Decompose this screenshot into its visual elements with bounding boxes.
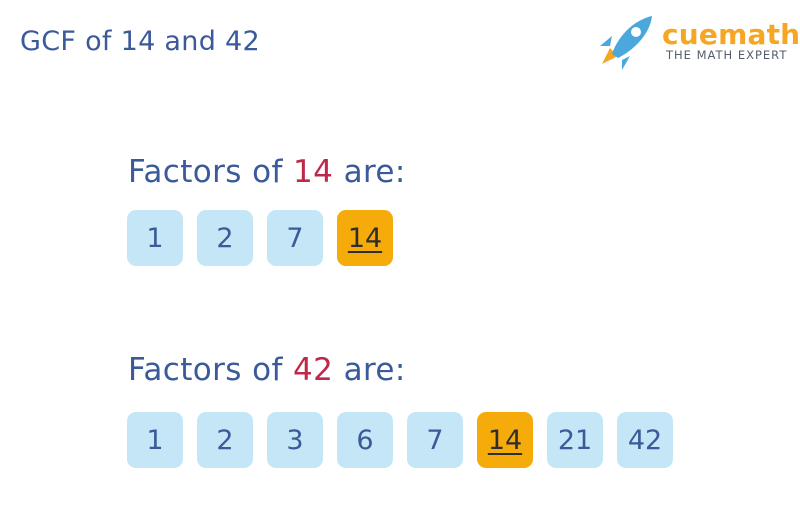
- factor-tile: 1: [127, 412, 183, 468]
- factors-heading-42: Factors of 42 are:: [128, 352, 406, 388]
- logo-tagline: THE MATH EXPERT: [666, 48, 788, 62]
- heading-number: 14: [293, 154, 334, 190]
- heading-prefix: Factors of: [128, 352, 283, 388]
- cuemath-logo: cuemath THE MATH EXPERT: [596, 10, 800, 70]
- logo-wordmark: cuemath: [662, 18, 800, 51]
- heading-suffix: are:: [343, 154, 406, 190]
- page-title: GCF of 14 and 42: [20, 26, 260, 57]
- factor-tile: 6: [337, 412, 393, 468]
- factor-tile: 3: [267, 412, 323, 468]
- factor-tile: 2: [197, 412, 253, 468]
- factors-heading-14: Factors of 14 are:: [128, 154, 406, 190]
- rocket-icon: [600, 16, 652, 70]
- factor-tile: 7: [407, 412, 463, 468]
- factor-tile: 21: [547, 412, 603, 468]
- common-factor-tile: 14: [337, 210, 393, 266]
- factor-row-42: 1 2 3 6 7 14 21 42: [127, 412, 673, 468]
- factor-row-14: 1 2 7 14: [127, 210, 393, 266]
- factor-tile: 7: [267, 210, 323, 266]
- heading-suffix: are:: [343, 352, 406, 388]
- common-factor-tile: 14: [477, 412, 533, 468]
- factor-tile: 42: [617, 412, 673, 468]
- factor-tile: 1: [127, 210, 183, 266]
- factor-tile: 2: [197, 210, 253, 266]
- heading-prefix: Factors of: [128, 154, 283, 190]
- heading-number: 42: [293, 352, 334, 388]
